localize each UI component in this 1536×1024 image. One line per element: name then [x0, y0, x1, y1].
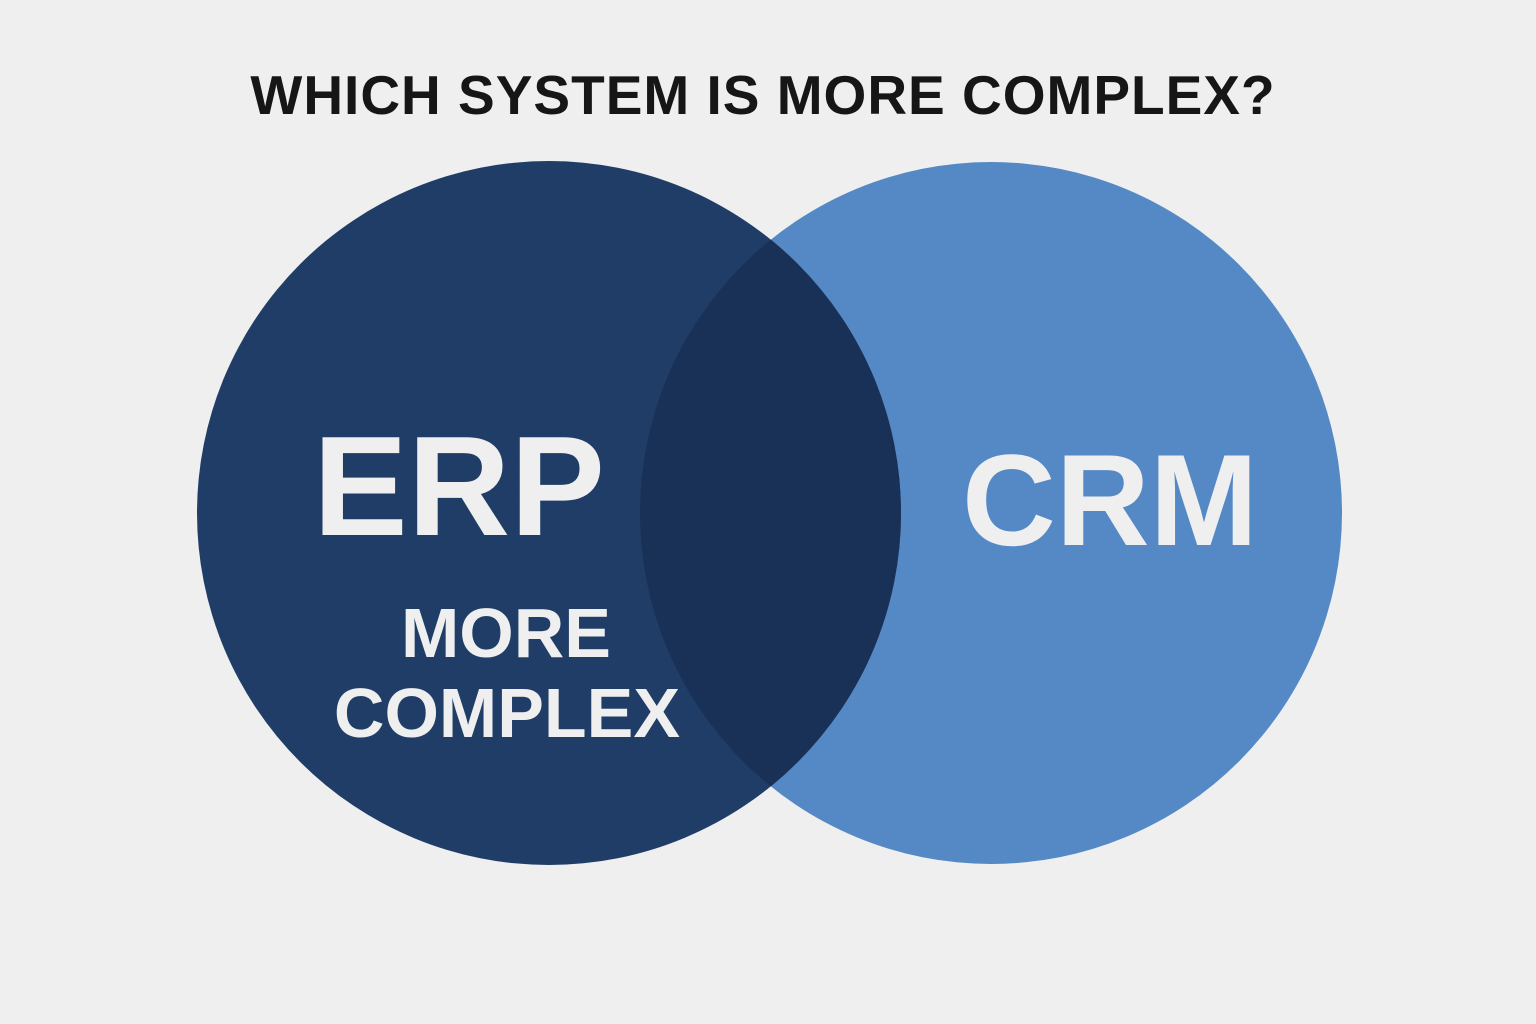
erp-note-line1: MORE	[401, 594, 611, 672]
erp-label: ERP	[313, 407, 605, 566]
crm-label: CRM	[962, 427, 1258, 573]
diagram-title: WHICH SYSTEM IS MORE COMPLEX?	[250, 64, 1275, 126]
overlap-region	[640, 162, 901, 864]
erp-note-line2: COMPLEX	[334, 674, 680, 752]
